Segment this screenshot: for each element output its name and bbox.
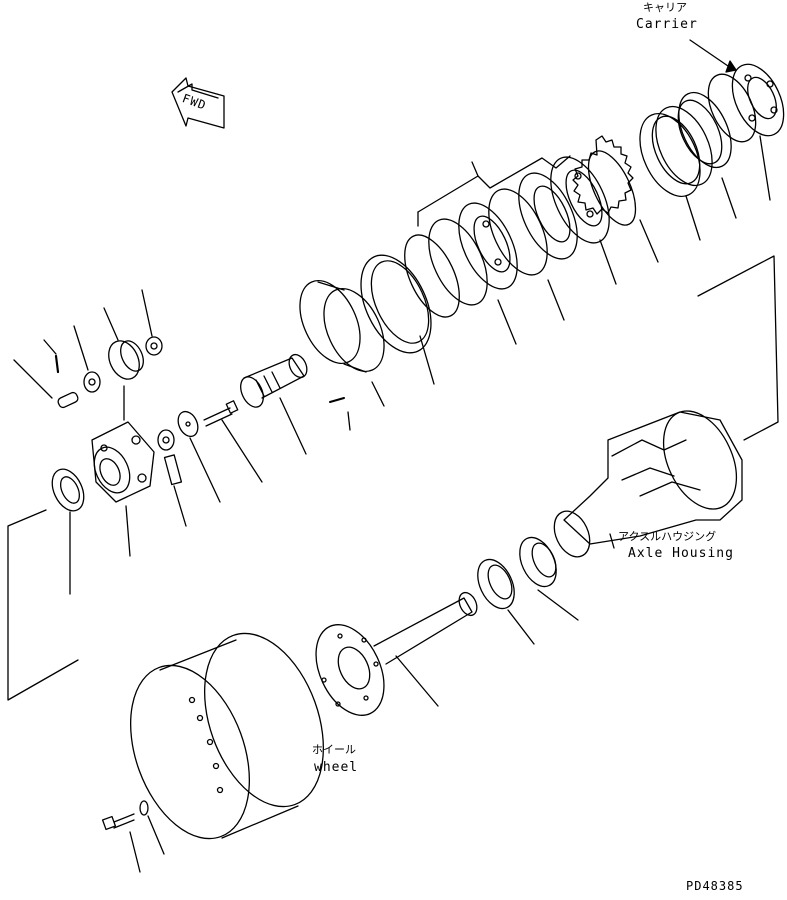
hub-flange [315, 624, 385, 716]
planet-carrier [91, 421, 155, 503]
wheel-label: wheel [314, 760, 359, 775]
small-pin [329, 397, 345, 403]
wheel-bolt [101, 800, 149, 831]
axle-housing-label-jp: アクスルハウジング [618, 530, 717, 543]
drawing-number: PD48385 [686, 879, 744, 893]
friction-disc-stack [404, 156, 610, 318]
planet-small-parts [54, 336, 183, 486]
left-bracket [7, 509, 79, 701]
disc-group-bracket [417, 155, 571, 227]
carrier-bearing [707, 63, 785, 143]
bearing-left [51, 468, 85, 512]
sun-gear-shaft [240, 353, 308, 408]
cylinder-housing [299, 279, 385, 373]
carrier-arrow-icon [689, 39, 737, 73]
housing-bracket [697, 255, 779, 441]
piston [639, 105, 713, 198]
seal-ring [678, 91, 732, 169]
axle-bearing-set [477, 536, 557, 610]
fwd-arrow-icon [171, 77, 225, 129]
center-bolt [203, 400, 239, 427]
axle-housing [553, 410, 743, 558]
wheel [130, 632, 324, 840]
wheel-label-jp: ホイール [312, 743, 356, 756]
carrier-label: Carrier [636, 17, 698, 32]
axle-housing-label: Axle Housing [628, 546, 734, 561]
leader-lines [13, 135, 771, 873]
ring-gear [360, 254, 432, 354]
axle-shaft [373, 591, 478, 665]
carrier-label-jp: キャリア [643, 1, 687, 14]
thrust-washer [177, 410, 199, 438]
